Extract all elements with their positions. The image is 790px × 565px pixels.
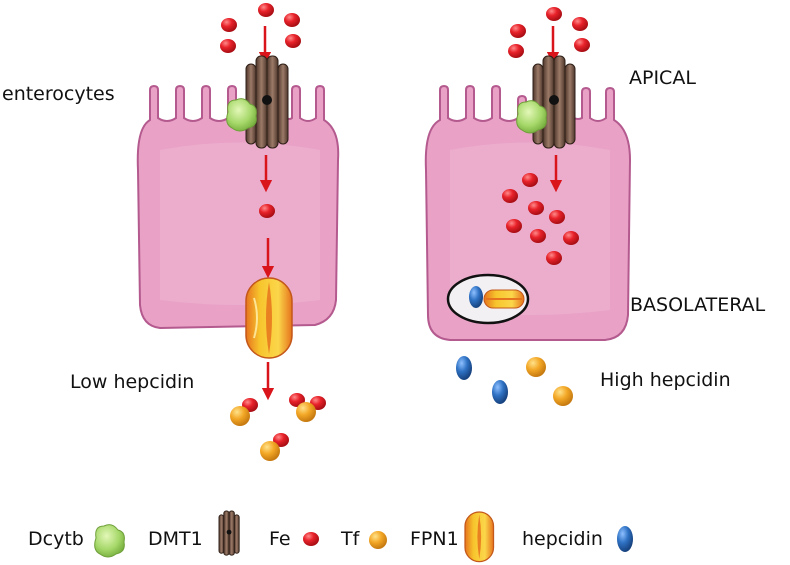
legend-tf-label: Tf	[341, 528, 360, 550]
legend-dmt1-icon	[218, 510, 240, 556]
left-enterocyte-cell	[136, 84, 340, 330]
legend-dcytb-icon	[94, 524, 125, 558]
label-high-hepcidin: High hepcidin	[600, 369, 731, 391]
legend-dcytb-label: Dcytb	[28, 528, 84, 550]
right-arrows	[546, 26, 563, 193]
dmt1-transporter-left	[245, 55, 289, 149]
legend-hepcidin-label: hepcidin	[522, 528, 603, 550]
tf-particles	[230, 357, 573, 461]
dmt1-transporter-right	[532, 55, 576, 149]
hepcidin-particles	[456, 356, 508, 404]
fpn1-internalized-right	[446, 273, 530, 325]
label-low-hepcidin: Low hepcidin	[70, 371, 195, 393]
legend-fe-icon	[303, 532, 319, 546]
fpn1-transporter-left	[245, 277, 293, 359]
legend-icons	[94, 510, 633, 563]
legend-fpn1-icon	[464, 511, 495, 563]
left-arrows	[258, 26, 275, 401]
label-enterocytes: enterocytes	[2, 83, 115, 105]
label-basolateral: BASOLATERAL	[630, 294, 766, 316]
legend-tf-icon	[369, 531, 387, 549]
legend-hepcidin-icon	[617, 526, 633, 552]
legend-fe-label: Fe	[269, 528, 291, 550]
legend-dmt1-label: DMT1	[148, 528, 203, 550]
fe-particles	[220, 3, 590, 447]
dcytb-right	[516, 100, 547, 134]
legend-fpn1-label: FPN1	[410, 528, 459, 550]
dcytb-left	[226, 98, 257, 132]
label-apical: APICAL	[629, 67, 696, 89]
